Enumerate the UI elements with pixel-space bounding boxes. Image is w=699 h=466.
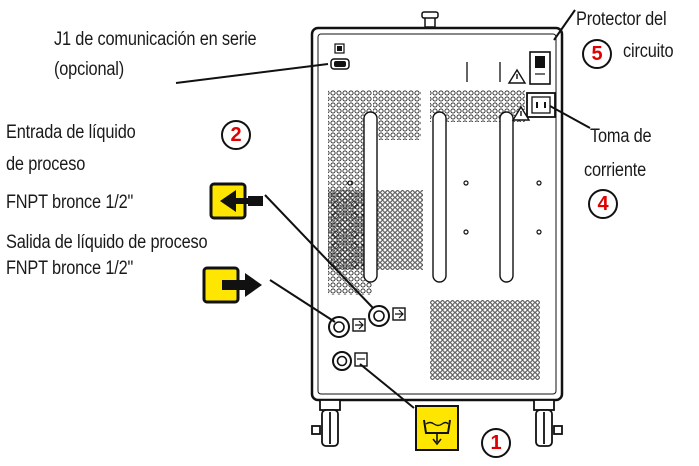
inlet-label: Entrada de líquido [6,122,136,143]
inlet-spec-label: FNPT bronce 1/2" [6,192,134,213]
warning-triangle-icon [507,68,527,84]
outlet-spec-label: FNPT bronce 1/2" [6,258,134,279]
outlet-label: Salida de líquido de proceso [6,232,208,253]
outlet-fitting [328,316,366,338]
circuit-breaker-switch [529,51,551,85]
panel-screws [347,180,542,235]
breaker-label-line2: circuito [623,41,674,62]
power-socket [526,92,556,118]
callout-number-1: 1 [481,428,511,458]
serial-port-label: J1 de comunicación en serie [54,29,257,50]
warning-triangle-icon [511,105,531,121]
caster-left [311,399,341,447]
panel-slots [466,62,501,82]
callout-number-2: 2 [221,120,251,150]
power-socket-label: Toma de [590,126,652,147]
inlet-label-line2: de proceso [6,154,86,175]
serial-port-optional-label: (opcional) [54,59,125,80]
callout-number-4: 4 [588,189,618,219]
drain-fitting [332,351,368,371]
breaker-label: Protector del [576,9,667,30]
inlet-fitting [368,305,406,327]
vertical-slots [363,111,514,283]
power-socket-label-line2: corriente [584,160,647,181]
arrow-out-of-box-icon [202,266,262,304]
callout-number-5: 5 [582,39,612,69]
serial-port-j1 [330,43,350,70]
drain-tank-icon [415,405,459,451]
top-knob [421,11,439,28]
arrow-into-box-icon [209,182,263,220]
caster-right [533,399,563,447]
leader-lines [175,9,591,409]
